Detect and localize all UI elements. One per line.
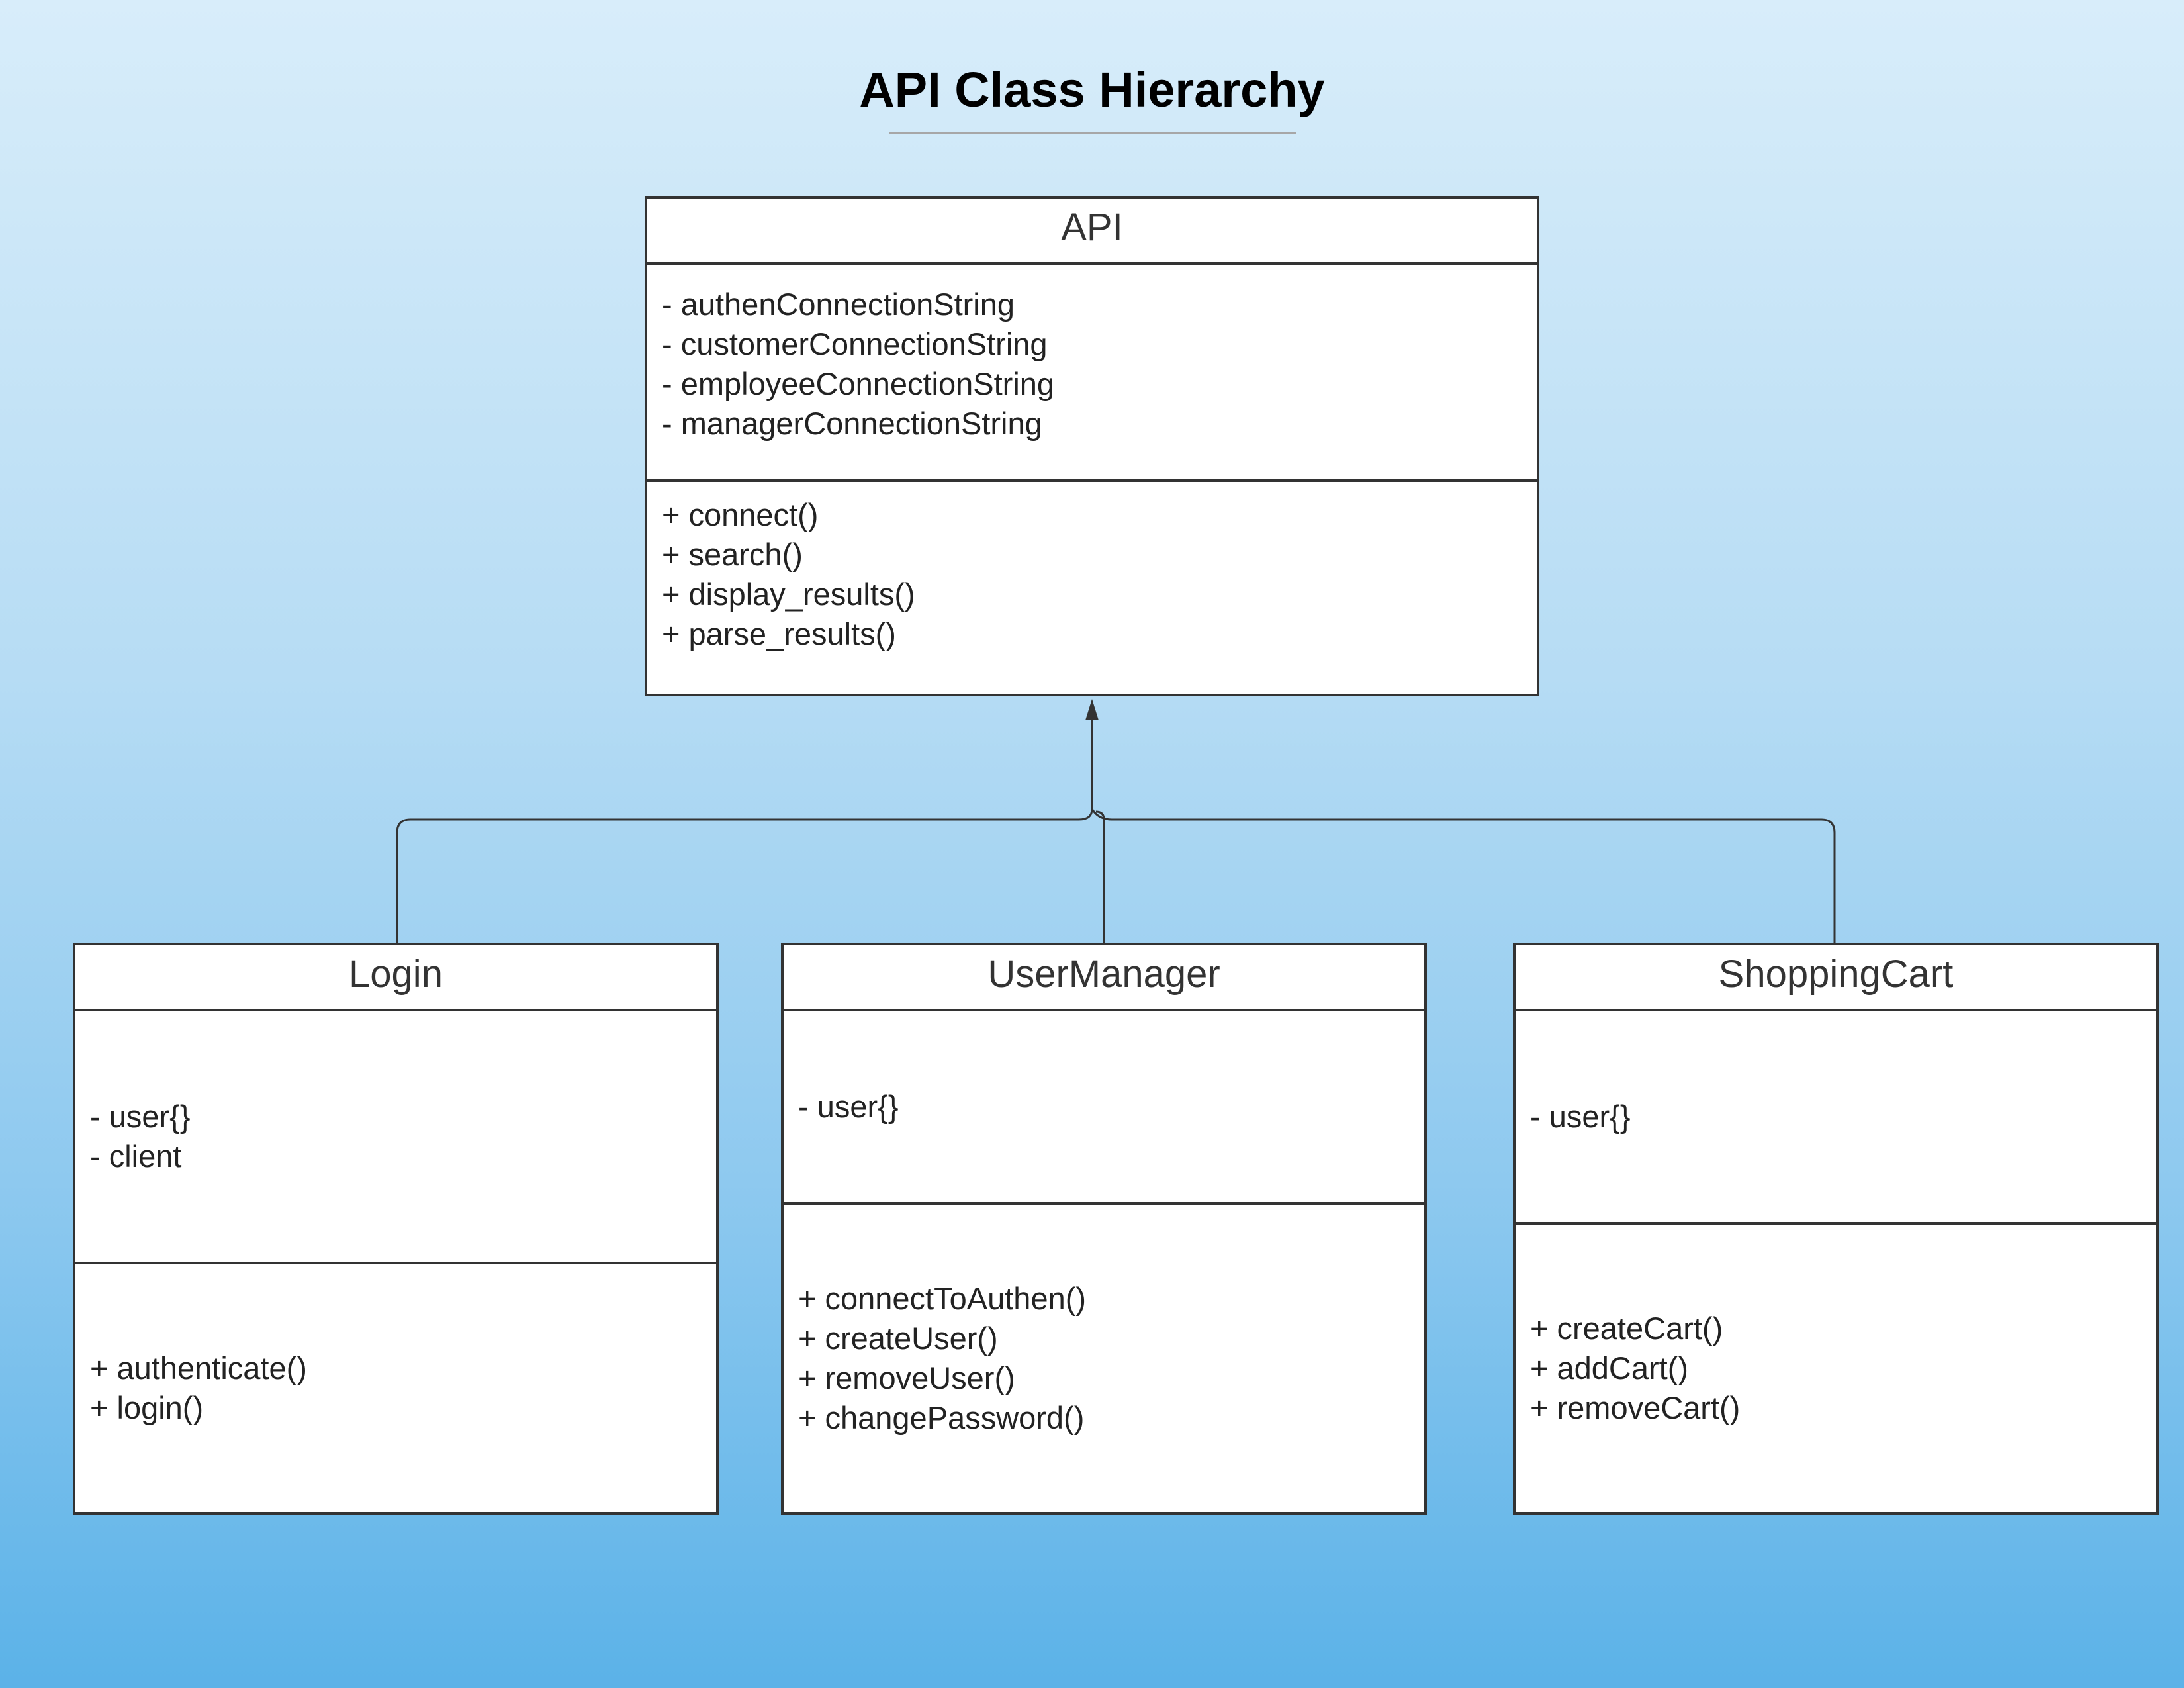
diagram-title: API Class Hierarchy [859, 62, 1325, 117]
attribute: - user{} [798, 1089, 899, 1124]
method: + addCart() [1530, 1350, 1689, 1385]
attributes-section: - user{} [784, 1011, 1424, 1205]
attribute: - authenConnectionString [662, 287, 1015, 322]
class-api[interactable]: API - authenConnectionString - customerC… [645, 196, 1539, 696]
method: + parse_results() [662, 616, 896, 651]
class-name: API [647, 199, 1537, 265]
class-name: ShoppingCart [1516, 945, 2156, 1011]
method: + removeCart() [1530, 1390, 1741, 1425]
attribute: - managerConnectionString [662, 406, 1042, 441]
method: + connectToAuthen() [798, 1281, 1087, 1316]
inheritance-arrowhead [1085, 699, 1099, 720]
method: + removeUser() [798, 1360, 1015, 1395]
class-usermanager[interactable]: UserManager - user{} + connectToAuthen()… [781, 943, 1427, 1515]
method: + search() [662, 537, 803, 572]
connector-login [396, 808, 1093, 943]
connector-shoppingcart [1091, 808, 1836, 943]
methods-section: + connect() + search() + display_results… [647, 482, 1537, 654]
methods-section: + authenticate() + login() [75, 1264, 716, 1512]
class-shoppingcart[interactable]: ShoppingCart - user{} + createCart() + a… [1513, 943, 2159, 1515]
class-name: UserManager [784, 945, 1424, 1011]
title-underline [889, 132, 1296, 134]
attribute: - employeeConnectionString [662, 366, 1055, 401]
attribute: - client [90, 1139, 182, 1174]
method: + changePassword() [798, 1400, 1085, 1435]
method: + login() [90, 1390, 204, 1425]
class-name: Login [75, 945, 716, 1011]
method: + createCart() [1530, 1311, 1723, 1346]
method: + authenticate() [90, 1350, 307, 1385]
attributes-section: - authenConnectionString - customerConne… [647, 265, 1537, 482]
attribute: - user{} [1530, 1099, 1631, 1134]
connector-usermanager [1095, 810, 1105, 943]
class-login[interactable]: Login - user{} - client + authenticate()… [73, 943, 719, 1515]
attribute: - customerConnectionString [662, 326, 1048, 361]
attribute: - user{} [90, 1099, 191, 1134]
method: + connect() [662, 497, 819, 532]
attributes-section: - user{} [1516, 1011, 2156, 1225]
method: + createUser() [798, 1321, 998, 1356]
attributes-section: - user{} - client [75, 1011, 716, 1264]
methods-section: + connectToAuthen() + createUser() + rem… [784, 1205, 1424, 1512]
methods-section: + createCart() + addCart() + removeCart(… [1516, 1225, 2156, 1512]
method: + display_results() [662, 577, 915, 612]
